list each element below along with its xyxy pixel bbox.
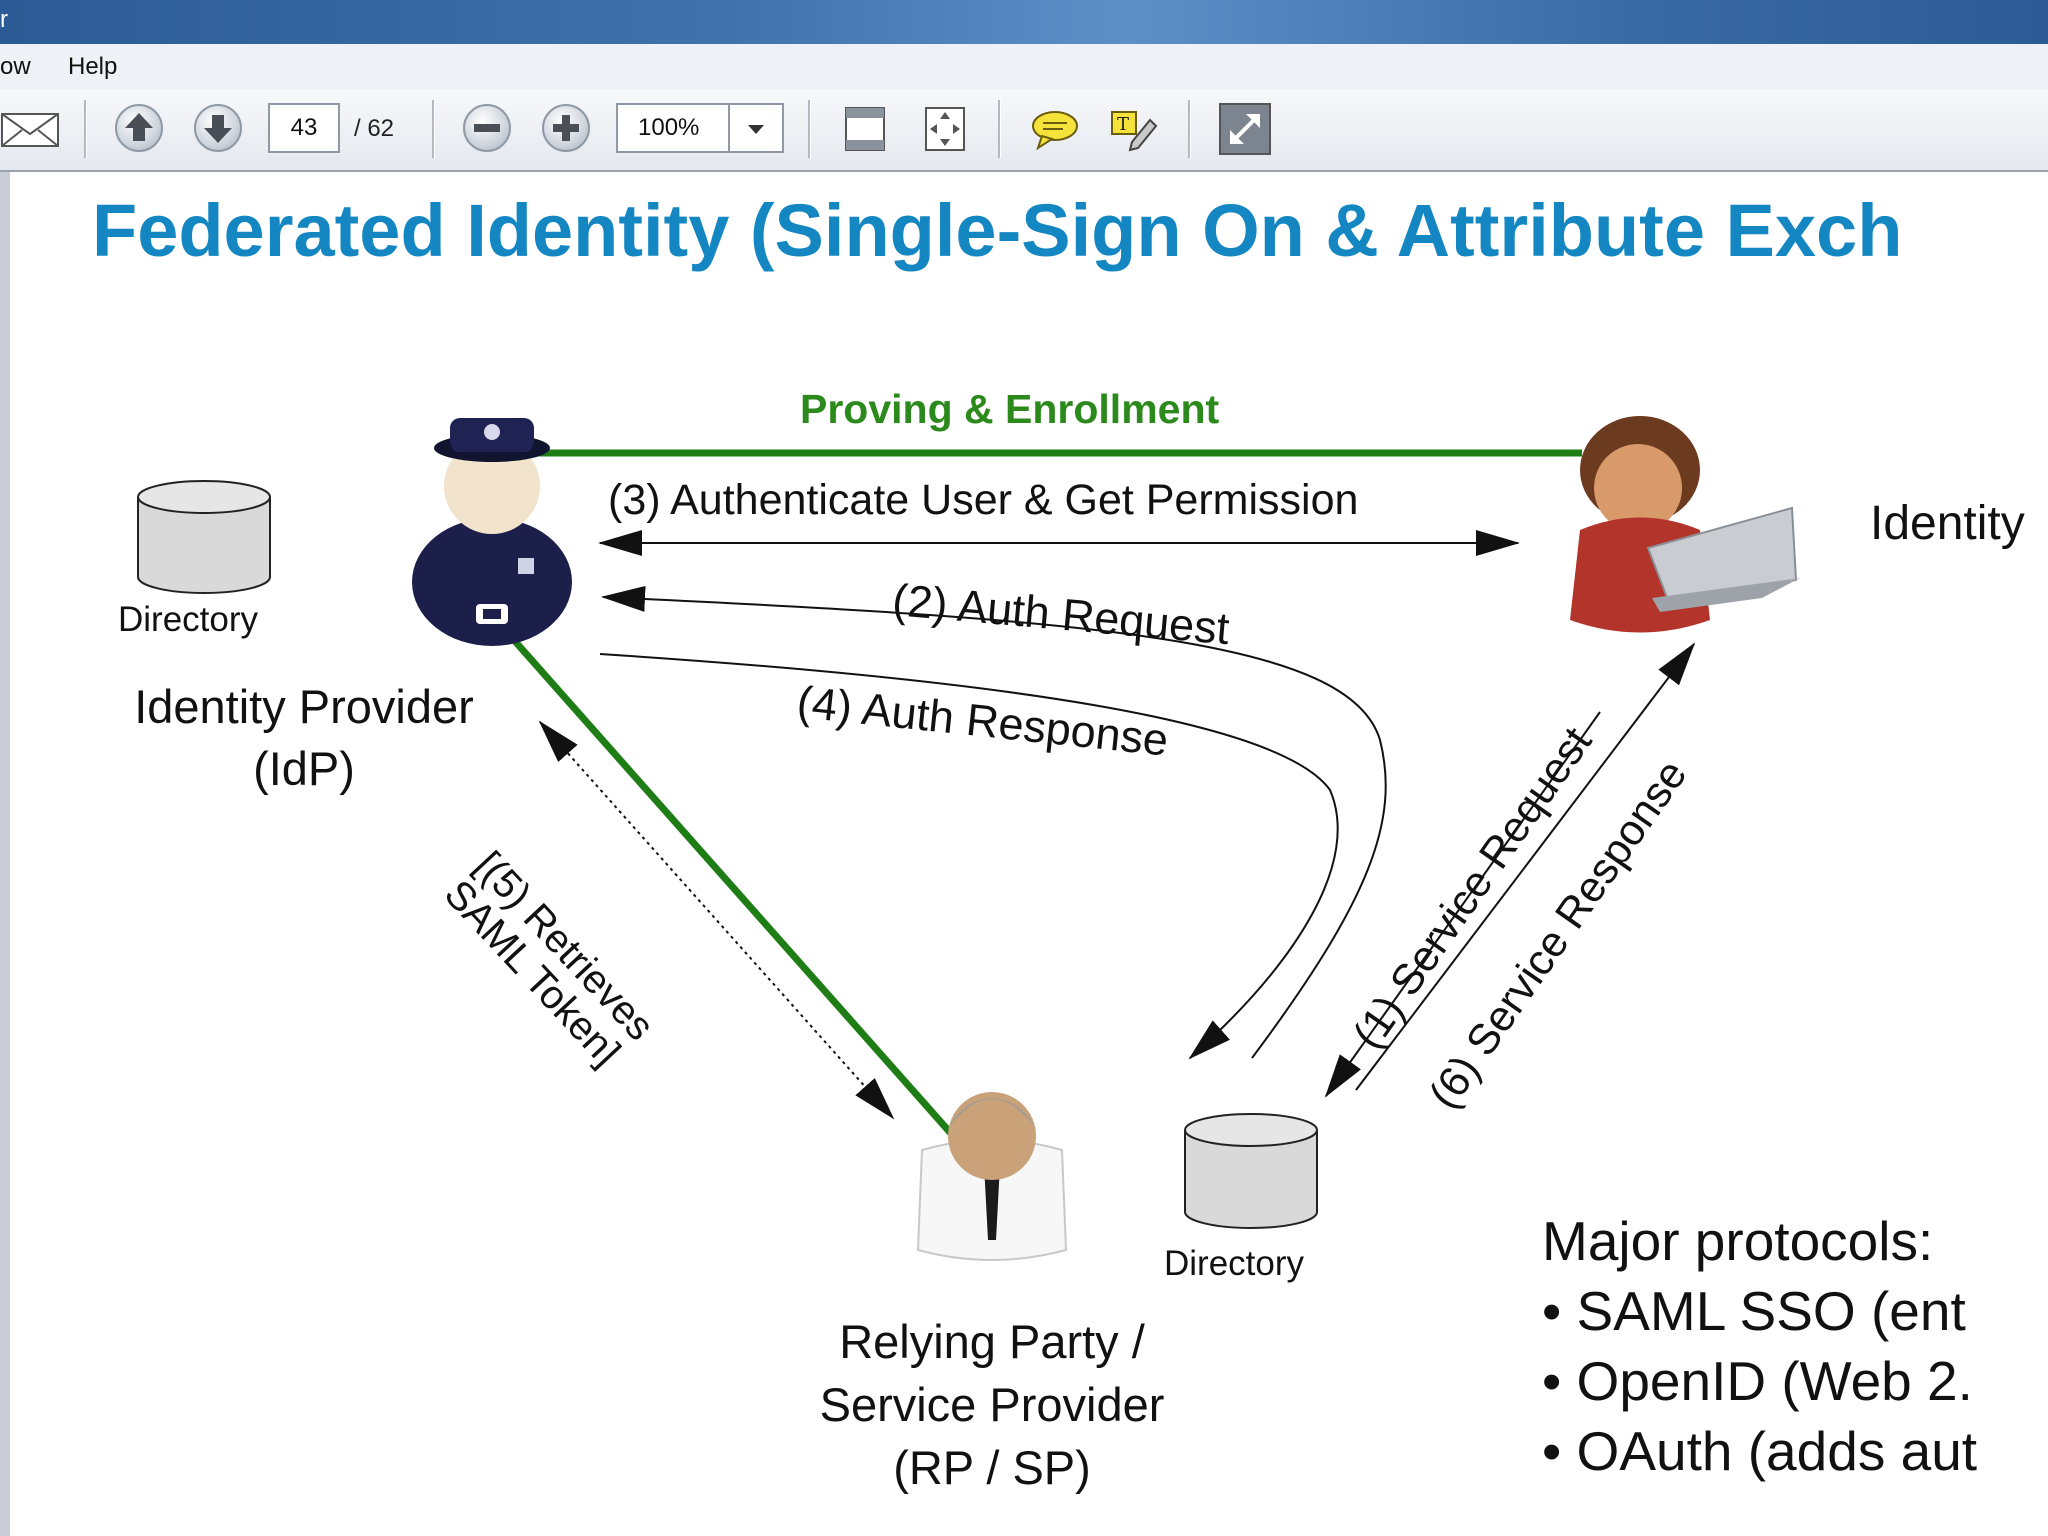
zoom-in-icon — [553, 115, 579, 141]
page-number-input[interactable]: 43 — [268, 103, 340, 153]
directory-bottom-label: Directory — [1164, 1244, 1305, 1283]
zoom-dropdown-button[interactable] — [728, 103, 784, 153]
directory-left-label: Directory — [118, 600, 259, 639]
police-officer-icon — [412, 418, 572, 646]
toolbar-separator — [998, 100, 1001, 158]
protocols-box: Major protocols: • SAML SSO (ent • OpenI… — [1542, 1206, 1977, 1486]
zoom-out-button[interactable] — [463, 104, 511, 152]
document-page — [0, 172, 2048, 1536]
page-up-button[interactable] — [115, 104, 163, 152]
page-total: / 62 — [354, 115, 395, 142]
zoom-out-icon — [474, 124, 500, 132]
window-title-bar: r — [0, 0, 2048, 44]
user-with-laptop-icon — [1570, 416, 1800, 633]
fullscreen-icon[interactable] — [1218, 102, 1272, 156]
zoom-level-input[interactable]: 100% — [616, 103, 730, 153]
page-down-button[interactable] — [194, 104, 242, 152]
rp-label-line2: Service Provider — [819, 1378, 1165, 1431]
identity-label: Identity — [1870, 497, 2025, 550]
protocols-heading: Major protocols: — [1542, 1210, 1934, 1272]
toolbar-separator — [84, 100, 87, 158]
authenticate-label: (3) Authenticate User & Get Permission — [608, 476, 1359, 524]
toolbar-separator — [432, 100, 435, 158]
idp-label: Identity Provider (IdP) — [94, 676, 514, 800]
relying-party-label: Relying Party / Service Provider (RP / S… — [770, 1310, 1214, 1499]
protocol-item-oauth: • OAuth (adds aut — [1542, 1420, 1978, 1482]
rp-label-line3: (RP / SP) — [893, 1441, 1091, 1494]
menu-item-help[interactable]: Help — [68, 53, 118, 80]
doctor-icon — [916, 1092, 1068, 1261]
fit-page-icon[interactable] — [918, 102, 972, 156]
toolbar: 43 / 62 100% T — [0, 90, 2048, 172]
page-down-icon — [204, 115, 232, 143]
highlight-text-icon[interactable]: T — [1106, 102, 1160, 156]
auth-request-arrow — [601, 585, 1387, 1059]
saml-token-arrow — [538, 720, 895, 1120]
idp-label-line2: (IdP) — [253, 742, 355, 795]
chevron-down-icon — [748, 125, 764, 134]
directory-bottom-icon — [1184, 1113, 1318, 1229]
protocol-item-saml: • SAML SSO (ent — [1542, 1280, 1966, 1342]
auth-response-arrow — [599, 653, 1339, 1060]
rp-label-line1: Relying Party / — [839, 1315, 1145, 1368]
menu-item-window[interactable]: ow — [0, 53, 31, 80]
email-icon[interactable] — [0, 108, 62, 152]
toolbar-separator — [808, 100, 811, 158]
service-response-arrow — [1355, 642, 1696, 1091]
menu-bar: ow Help — [0, 44, 2048, 91]
fit-width-icon[interactable] — [838, 102, 892, 156]
page-up-icon — [125, 113, 153, 141]
toolbar-separator — [1188, 100, 1191, 158]
comment-icon[interactable] — [1028, 102, 1082, 156]
directory-left-icon — [137, 480, 271, 594]
idp-label-line1: Identity Provider — [134, 680, 474, 733]
window-title: r — [0, 6, 8, 33]
proving-enrollment-label: Proving & Enrollment — [800, 386, 1220, 432]
service-request-arrow — [1324, 711, 1601, 1098]
slide-title: Federated Identity (Single-Sign On & Att… — [92, 189, 1903, 272]
document-left-edge — [0, 172, 10, 1536]
zoom-in-button[interactable] — [542, 104, 590, 152]
svg-text:T: T — [1117, 114, 1129, 135]
protocol-item-openid: • OpenID (Web 2. — [1542, 1350, 1973, 1412]
